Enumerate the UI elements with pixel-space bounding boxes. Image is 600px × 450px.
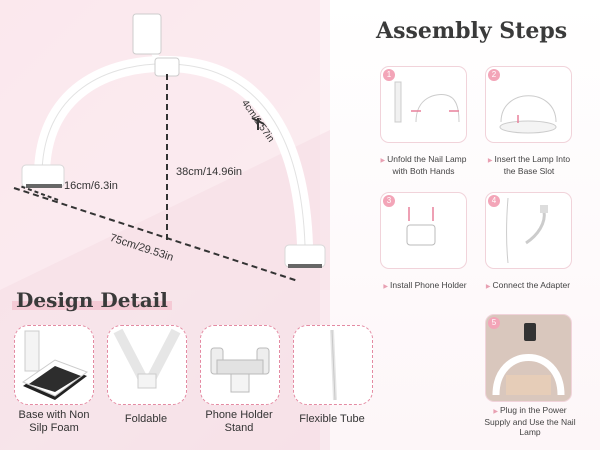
lamp-illustration [13,13,326,282]
assembly-steps-title: Assembly Steps [372,18,572,44]
step-card-1: 1 [381,67,466,142]
phone-holder-clip [132,13,162,55]
phone-holder-illustration [210,347,270,393]
step-number: 1 [383,69,395,81]
triangle-icon: ▶ [380,158,386,164]
step-card-4: 4 [486,193,571,268]
step-number: 3 [383,195,395,207]
detail-label-base: Base with Non Silp Foam [18,409,90,434]
lamp-base-left [21,164,65,188]
step-card-2: 2 [486,67,571,142]
step-1-illustration [394,81,462,123]
step-3-illustration [381,207,466,252]
step-4-illustration [503,197,548,264]
detail-label-phone-holder: Phone Holder Stand [205,409,273,434]
step-5-illustration [486,315,571,401]
step-2-illustration [498,92,559,134]
design-detail-title: Design Detail [12,288,172,312]
depth-dimension: 16cm/6.3in [64,180,118,192]
step-4-label: ▶Connect the Adapter [485,280,571,290]
detail-card-foldable [107,325,187,405]
flexible-tube-illustration [330,329,337,401]
step-card-3: 3 [381,193,466,268]
lamp-base-right [284,244,326,268]
foldable-illustration [113,328,181,389]
detail-card-phone-holder [200,325,280,405]
triangle-icon: ▶ [487,158,493,164]
step-5-label: ▶Plug in the Power Supply and Use the Na… [484,405,576,437]
detail-label-foldable: Foldable [124,413,168,425]
triangle-icon: ▶ [485,284,491,290]
step-number: 2 [488,69,500,81]
step-1-label: ▶Unfold the Nail Lamp with Both Hands [380,154,467,176]
detail-label-flexible-tube: Flexible Tube [299,413,365,425]
triangle-icon: ▶ [493,409,498,415]
detail-card-base [14,325,94,405]
triangle-icon: ▶ [383,284,389,290]
lamp-arch [33,55,313,253]
step-card-5: 5 [486,315,571,401]
detail-card-flexible-tube [293,325,373,405]
step-number: 4 [488,195,500,207]
step-2-label: ▶Insert the Lamp Into the Base Slot [487,154,571,176]
step-3-label: ▶Install Phone Holder [383,280,467,290]
step-number: 5 [488,317,500,329]
base-foam-illustration [21,330,89,400]
height-dimension: 38cm/14.96in [176,166,243,178]
